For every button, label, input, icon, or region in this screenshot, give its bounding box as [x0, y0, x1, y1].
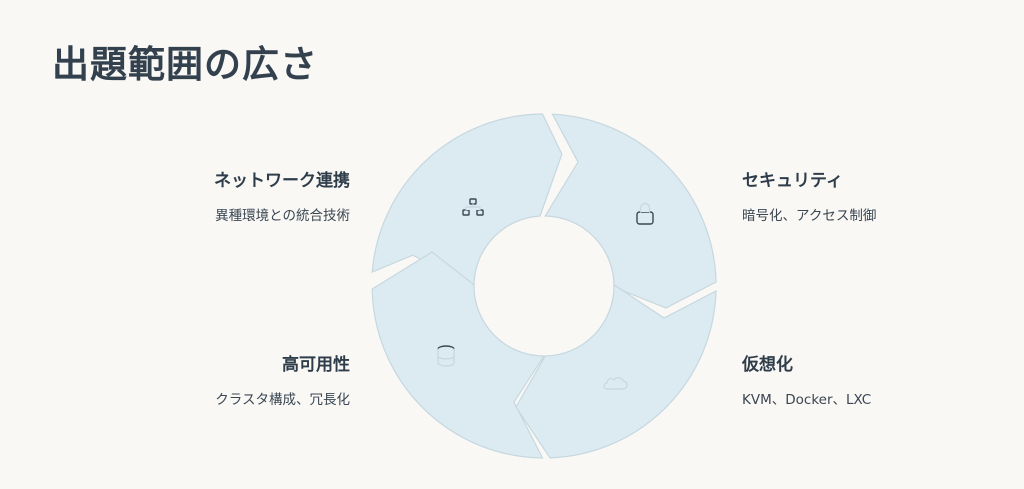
topic-description: 暗号化、アクセス制御 [742, 208, 877, 224]
segment-network [371, 113, 563, 286]
topic-description: 異種環境との統合技術 [215, 208, 350, 224]
lock-icon [636, 202, 654, 225]
topic-title: セキュリティ [742, 171, 843, 191]
network-icon [462, 198, 484, 216]
topic-security: セキュリティ 暗号化、アクセス制御 [742, 166, 982, 224]
topic-description: KVM、Docker、LXC [742, 392, 872, 408]
topic-network: ネットワーク連携 異種環境との統合技術 [110, 166, 350, 224]
topic-description: クラスタ構成、冗長化 [215, 392, 350, 408]
segment-ha [371, 251, 546, 459]
cycle-diagram [371, 113, 717, 459]
segment-security [544, 113, 717, 309]
topic-high-availability: 高可用性 クラスタ構成、冗長化 [110, 350, 350, 408]
cloud-icon [603, 377, 628, 390]
topic-virtualization: 仮想化 KVM、Docker、LXC [742, 350, 982, 408]
topic-title: 高可用性 [282, 355, 350, 375]
topic-title: ネットワーク連携 [214, 171, 350, 191]
page-title: 出題範囲の広さ [52, 43, 318, 86]
database-icon [437, 345, 455, 367]
topic-title: 仮想化 [742, 355, 793, 375]
segment-virtualization [515, 283, 717, 459]
